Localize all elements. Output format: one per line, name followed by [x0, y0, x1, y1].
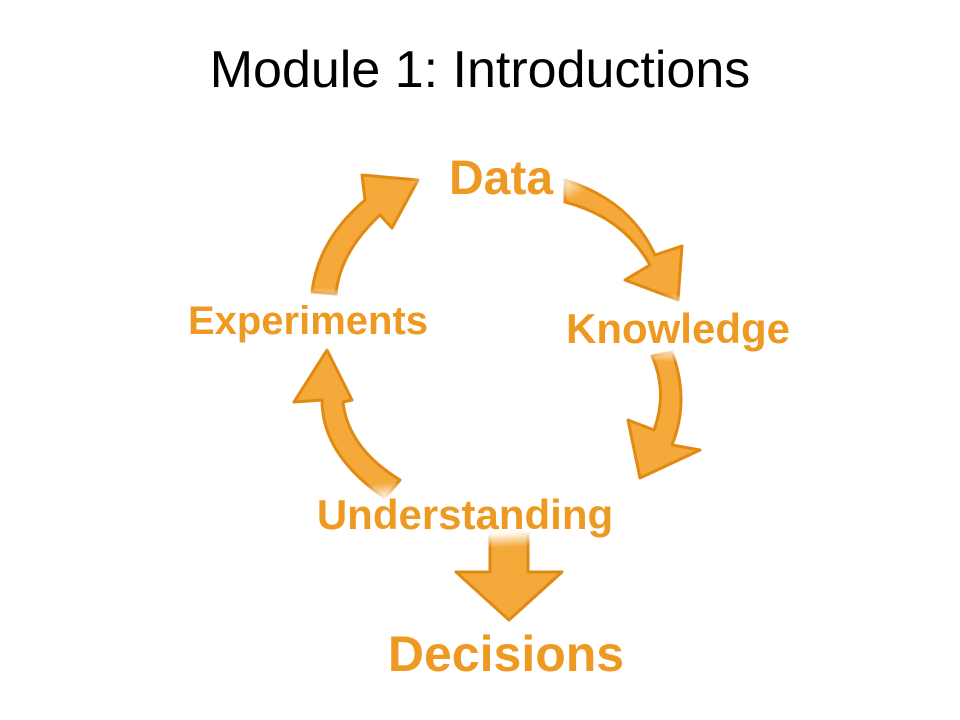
node-understanding: Understanding [317, 491, 613, 538]
arrow-understanding-to-experiments [292, 348, 402, 500]
slide-title: Module 1: Introductions [209, 41, 751, 99]
node-experiments: Experiments [188, 299, 428, 343]
arrow-data-to-knowledge [563, 178, 684, 302]
outcome-decisions: Decisions [388, 626, 624, 682]
label-glows [136, 146, 828, 548]
arrow-experiments-to-data [310, 173, 420, 296]
cycle-arrows [292, 173, 702, 622]
node-knowledge: Knowledge [566, 305, 790, 352]
arrow-knowledge-to-understanding [626, 350, 702, 480]
node-data: Data [449, 152, 553, 205]
